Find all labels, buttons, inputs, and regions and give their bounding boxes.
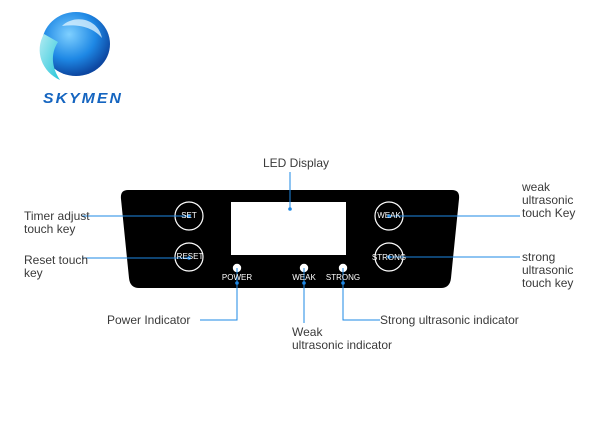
weak-indicator-callout: Weak ultrasonic indicator [292,326,392,352]
weak-key-label: WEAK [377,211,401,220]
weak-indicator-callout-line-2: ultrasonic indicator [292,338,393,352]
timer-key-callout: Timer adjust touch key [24,210,90,236]
strong-indicator-label: STRONG [325,273,361,282]
reset-key-label: RESET [176,252,204,261]
led-display-callout: LED Display [263,156,330,170]
reset-key[interactable] [174,242,204,272]
reset-key-callout: Reset touch key [24,254,88,280]
reset-callout-line-1: Reset touch [24,253,89,267]
reset-callout-line-2: key [24,266,43,280]
weak-key-callout-line-3: touch Key [522,206,576,220]
timer-callout-line-2: touch key [24,222,76,236]
weak-indicator-label: WEAK [292,273,316,282]
strong-indicator-leader [342,268,380,321]
led-display-window [231,202,346,255]
power-indicator-label: POWER [221,273,253,282]
strong-key-label: STRONG [371,253,407,262]
power-indicator-callout: Power Indicator [107,313,191,327]
weak-indicator-callout-line-1: Weak [292,325,323,339]
power-indicator-leader [200,268,238,321]
weak-key-callout: weak ultrasonic touch Key [522,181,575,220]
strong-key-callout-line-1: strong [522,250,556,264]
weak-key-callout-line-2: ultrasonic [522,193,574,207]
set-key-label: SET [181,211,197,220]
strong-indicator-callout: Strong ultrasonic indicator [380,313,519,327]
strong-key-callout-line-3: touch key [522,276,574,290]
leader-lines [82,172,520,323]
logo-droplet-icon [39,12,110,80]
skymen-logo: SKYMEN [14,6,124,107]
brand-name: SKYMEN [43,90,123,107]
strong-key-callout: strong ultrasonic touch key [522,251,573,290]
strong-key-callout-line-2: ultrasonic [522,263,574,277]
leader-dots [187,207,391,285]
timer-callout-line-1: Timer adjust [24,209,90,223]
weak-key-callout-line-1: weak [522,180,551,194]
